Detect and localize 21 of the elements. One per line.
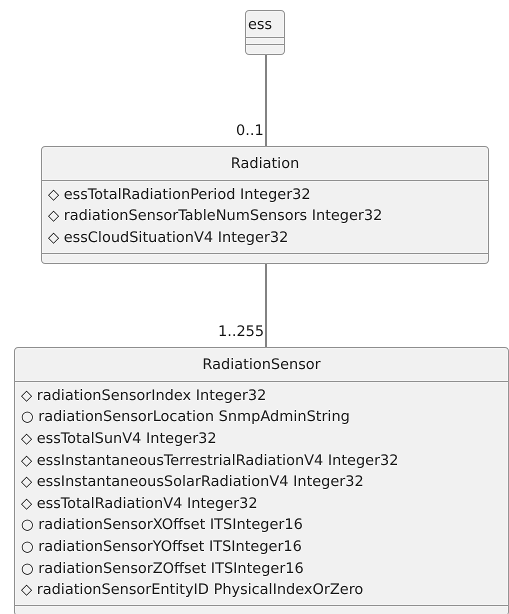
attribute-text: ○ radiationSensorLocation SnmpAdminString <box>21 409 350 426</box>
class-box <box>14 347 509 614</box>
attribute-text: ○ radiationSensorZOffset ITSInteger16 <box>21 560 304 577</box>
attribute-text: ◇ radiationSensorEntityID PhysicalIndexOrZero <box>21 582 364 598</box>
attribute-text: ◇ essInstantaneousSolarRadiationV4 Integer32 <box>21 474 364 490</box>
class-box <box>41 146 489 264</box>
class-name: RadiationSensor <box>15 348 508 382</box>
attribute-text: ◇ radiationSensorIndex Integer32 <box>21 388 266 404</box>
class-box <box>245 10 285 55</box>
attribute-text: ○ radiationSensorXOffset ITSInteger16 <box>21 517 303 534</box>
attribute-text: ◇ essInstantaneousTerrestrialRadiationV4 Integer32 <box>21 452 398 469</box>
association-line <box>265 264 267 347</box>
class-name: Radiation <box>42 147 488 181</box>
attribute-text: ◇ radiationSensorTableNumSensors Integer32 <box>48 208 382 224</box>
attribute-text: ◇ essTotalRadiationPeriod Integer32 <box>48 186 311 203</box>
association-line <box>265 55 267 146</box>
attribute-text: ◇ essTotalRadiationV4 Integer32 <box>21 496 258 512</box>
attribute-text: ◇ essCloudSituationV4 Integer32 <box>48 230 288 246</box>
attribute-text: ○ radiationSensorYOffset ITSInteger16 <box>21 538 302 555</box>
class-name: ess <box>246 11 284 38</box>
attribute-text: ◇ essTotalSunV4 Integer32 <box>21 430 217 447</box>
